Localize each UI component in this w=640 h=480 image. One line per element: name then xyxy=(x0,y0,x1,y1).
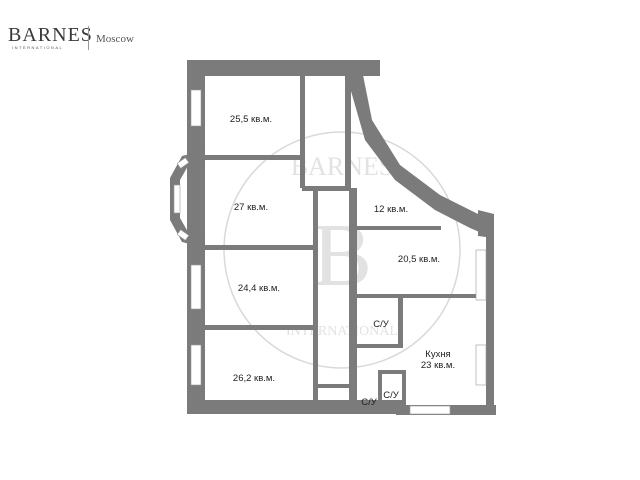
window xyxy=(190,344,202,386)
bathroom-label: С/У xyxy=(373,319,390,330)
room-label: 27 кв.м. xyxy=(234,202,268,213)
room-label: 12 кв.м. xyxy=(374,204,408,215)
window xyxy=(409,405,451,415)
bathroom-label: С/У xyxy=(361,397,378,408)
window xyxy=(190,264,202,310)
brand-subtitle: INTERNATIONAL xyxy=(12,45,64,50)
kitchen-label: Кухня xyxy=(425,349,450,360)
window xyxy=(190,89,202,127)
room-label: 24,4 кв.м. xyxy=(238,283,280,294)
windows xyxy=(190,89,487,415)
bay-window xyxy=(170,150,205,248)
brand-name: BARNES xyxy=(8,24,93,46)
interior-walls xyxy=(205,70,486,406)
logo: BARNES INTERNATIONAL Moscow xyxy=(0,0,200,56)
logo-divider xyxy=(88,26,89,50)
kitchen-area: 23 кв.м. xyxy=(421,360,455,371)
bathroom-label: С/У xyxy=(383,390,400,401)
room-label: 20,5 кв.м. xyxy=(398,254,440,265)
window xyxy=(475,344,487,386)
room-label: 26,2 кв.м. xyxy=(233,373,275,384)
city-name: Moscow xyxy=(96,33,134,45)
watermark-letter: B xyxy=(312,206,372,305)
watermark-top-text: BARNES xyxy=(291,152,394,181)
window xyxy=(475,249,487,301)
room-label: 25,5 кв.м. xyxy=(230,114,272,125)
